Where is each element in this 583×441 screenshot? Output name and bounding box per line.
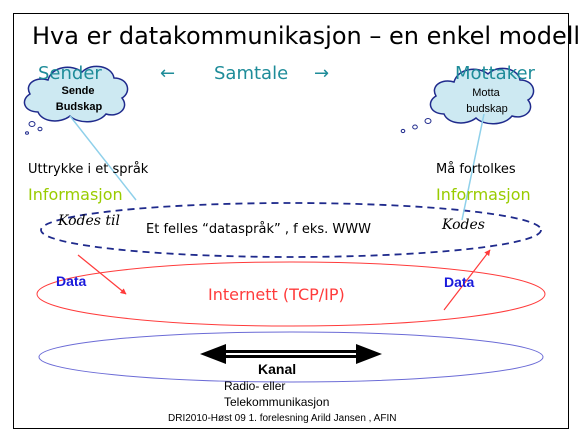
slide-title: Hva er datakommunikasjon – en enkel mode… [32,22,581,50]
slide-footer: DRI2010-Høst 09 1. forelesning Arild Jan… [168,413,397,424]
right-data-label: Data [444,274,475,290]
express-label: Uttrykke i et språk [28,162,149,177]
cloud-right-shape [400,67,535,134]
left-arrow-glyph: ← [160,63,176,84]
conversation-label: Samtale [214,63,289,84]
channel-double-arrow [200,344,382,364]
common-language-label: Et felles “dataspråk” , f eks. WWW [146,222,371,237]
channel-label: Kanal [258,361,297,377]
channel-sub1-label: Radio- eller [224,379,286,393]
channel-ellipse [38,331,544,383]
red-arrow-right [443,249,491,311]
right-encode-label: Kodes [442,217,485,233]
red-arrow-left [77,254,127,295]
cloud-right-line2: budskap [466,103,508,115]
language-ellipse [40,202,542,258]
left-information-label: Informasjon [28,185,123,204]
cloud-left-shape [23,65,129,135]
sender-label: Sender [38,63,102,84]
interpret-label: Må fortolkes [436,162,516,177]
cloud-left-line1: Sende [61,85,95,97]
slide-frame [13,13,569,429]
right-arrow-glyph: → [314,63,330,84]
connector-left [69,115,137,201]
cloud-right-line1: Motta [472,87,500,99]
left-encode-label: Kodes til [58,213,120,229]
cloud-left-line2: Budskap [55,101,103,113]
internet-label: Internett (TCP/IP) [208,285,345,304]
connector-right [461,113,485,221]
right-information-label: Informasjon [436,185,531,204]
left-data-label: Data [56,273,87,289]
internet-ellipse [36,261,546,327]
channel-sub2-label: Telekommunikasjon [224,395,330,409]
receiver-label: Mottaker [455,63,535,84]
